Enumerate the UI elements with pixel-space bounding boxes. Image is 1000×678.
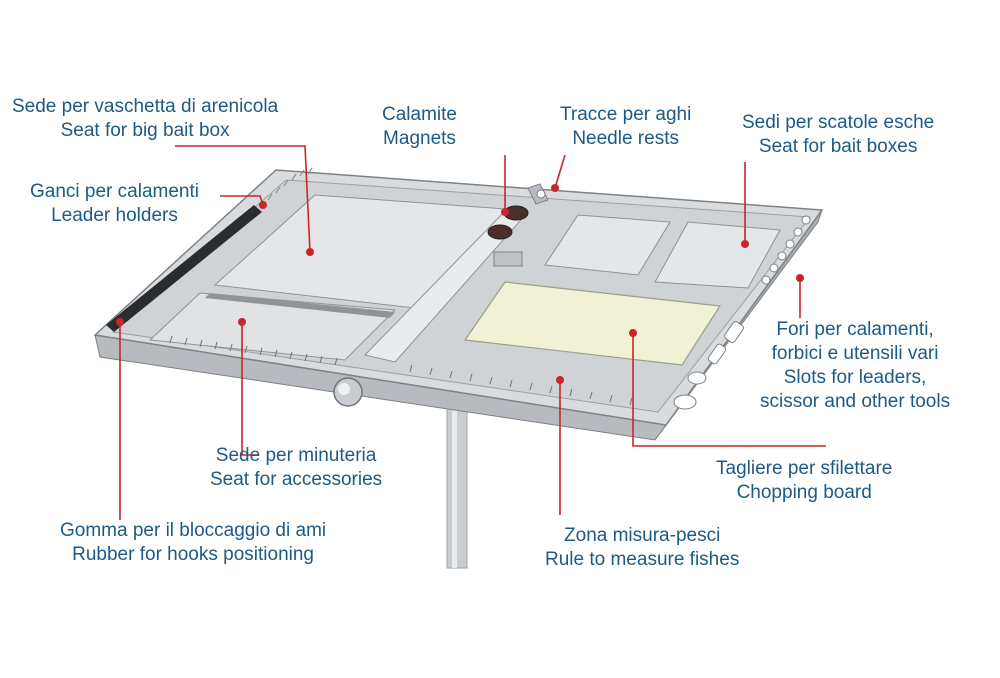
- callout-needle-rests-en: Needle rests: [572, 128, 679, 149]
- callout-hook-rubber-it: Gomma per il bloccaggio di ami: [60, 520, 327, 541]
- callout-needle-rests-it: Tracce per aghi: [560, 104, 692, 125]
- callout-tool-slots-it1: Fori per calamenti,: [776, 319, 934, 340]
- callout-accessories-en: Seat for accessories: [210, 469, 383, 490]
- callout-hook-rubber: Gomma per il bloccaggio di ami Rubber fo…: [60, 519, 326, 567]
- callout-hook-rubber-en: Rubber for hooks positioning: [72, 544, 314, 565]
- callout-chopping-board: Tagliere per sfilettare Chopping board: [716, 457, 892, 505]
- callout-big-bait-box: Sede per vaschetta di arenicola Seat for…: [12, 95, 278, 143]
- callout-bait-boxes: Sedi per scatole esche Seat for bait box…: [742, 111, 934, 159]
- callout-tool-slots-it2: forbici e utensili vari: [771, 343, 939, 364]
- callout-magnets-it: Calamite: [382, 104, 457, 125]
- callout-tool-slots-en2: scissor and other tools: [760, 391, 951, 412]
- callout-accessories: Sede per minuteria Seat for accessories: [210, 444, 382, 492]
- tool-slots: [673, 215, 811, 410]
- magnet-bottom: [487, 224, 513, 240]
- leader-dots: [116, 184, 804, 384]
- callout-fish-rule: Zona misura-pesci Rule to measure fishes: [545, 524, 739, 572]
- fish-rule-ticks: [169, 335, 633, 406]
- callout-chopping-board-en: Chopping board: [736, 482, 872, 503]
- leader-lines: [119, 145, 826, 520]
- callout-bait-boxes-en: Seat for bait boxes: [758, 136, 918, 157]
- callout-accessories-it: Sede per minuteria: [215, 445, 377, 466]
- callout-leader-holders-en: Leader holders: [51, 205, 178, 226]
- callout-tool-slots: Fori per calamenti, forbici e utensili v…: [760, 318, 950, 414]
- callout-leader-holders: Ganci per calamenti Leader holders: [30, 180, 199, 228]
- callout-chopping-board-it: Tagliere per sfilettare: [716, 458, 893, 479]
- chopping-board-area: [463, 281, 722, 366]
- callout-big-bait-box-en: Seat for big bait box: [60, 120, 230, 141]
- leader-hook-comb: [267, 167, 313, 201]
- callout-big-bait-box-it: Sede per vaschetta di arenicola: [12, 96, 279, 117]
- callout-bait-boxes-it: Sedi per scatole esche: [742, 112, 935, 133]
- callout-fish-rule-it: Zona misura-pesci: [564, 525, 721, 546]
- bait-box-seat-1: [544, 214, 671, 276]
- bait-box-seat-2: [654, 221, 781, 289]
- callout-magnets-en: Magnets: [383, 128, 456, 149]
- callout-tool-slots-en1: Slots for leaders,: [783, 367, 927, 388]
- callout-leader-holders-it: Ganci per calamenti: [30, 181, 199, 202]
- callout-magnets: Calamite Magnets: [382, 103, 457, 151]
- callout-needle-rests: Tracce per aghi Needle rests: [560, 103, 691, 151]
- rubber-strip: [106, 205, 262, 332]
- callout-fish-rule-en: Rule to measure fishes: [545, 549, 740, 570]
